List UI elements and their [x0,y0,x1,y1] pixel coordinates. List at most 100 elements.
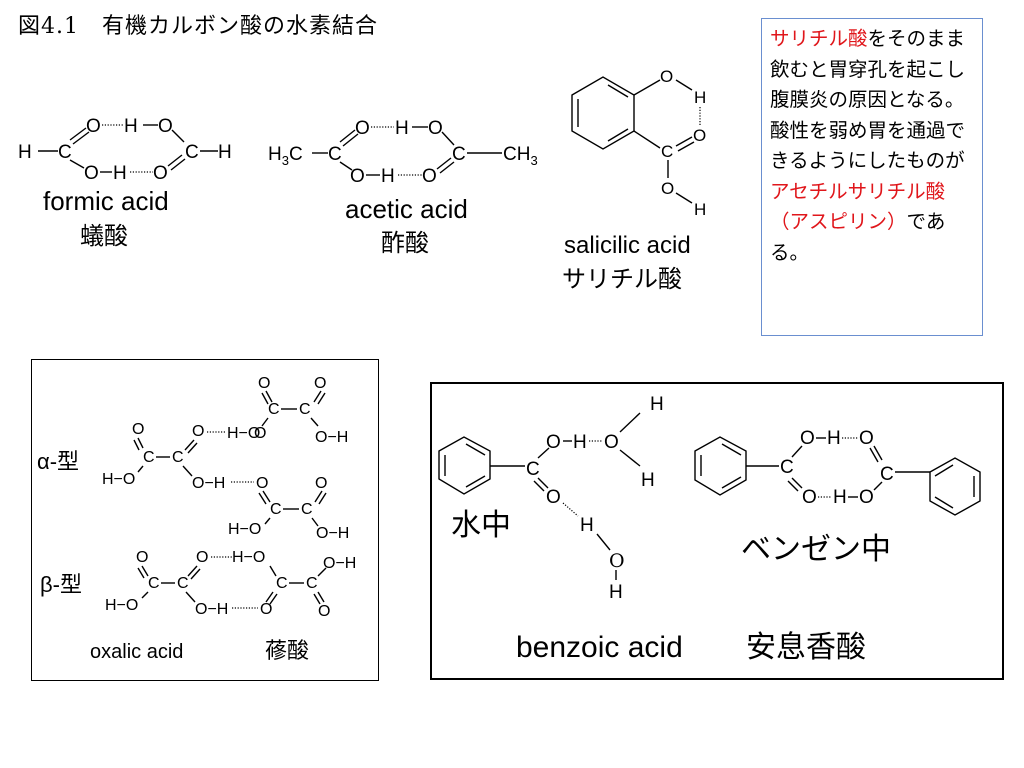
atom-label: O [802,487,817,508]
atom-label: O [422,166,437,187]
atom-label: H [609,582,623,603]
atom-label: H−O [227,425,260,442]
oxalic-alpha-label: α-型 [37,449,79,474]
atom-label: H3C [268,144,303,168]
salicylic-acid-name-en: salicilic acid [564,232,691,259]
atom-label: H [580,515,594,536]
acetic-acid-name-ja: 酢酸 [381,230,429,257]
salicylic-acid-name-ja: サリチル酸 [562,266,682,293]
atom-label: H [833,487,847,508]
page-title: 図4.1 有機カルボン酸の水素結合 [18,14,378,39]
atom-label: H [573,432,587,453]
atom-label: O [158,116,173,137]
atom-label: C [172,449,184,466]
note-highlight-salicylic: サリチル酸 [770,27,868,50]
atom-label: O [859,428,874,449]
atom-label: O−H [323,555,356,572]
atom-label: C [301,501,313,518]
atom-label: H [694,88,706,107]
benzoic-acid-box [430,382,1004,680]
note-highlight-aspirin: アセチルサリチル酸（アスピリン） [770,179,946,234]
atom-label: O [136,549,148,566]
atom-label: C [661,142,673,161]
formic-acid-name-en: formic acid [43,186,169,216]
acetic-acid-structure: H3C C O H O O H O C CH3 [268,118,538,187]
atom-label: C [143,449,155,466]
atom-label: H [124,116,138,137]
atom-label: O [609,550,625,572]
atom-label: H [381,166,395,187]
atom-label: O [318,603,330,620]
oxalic-beta-label: β-型 [40,572,82,597]
atom-label: O [315,475,327,492]
atom-label: C [148,575,160,592]
atom-label: O [546,432,561,453]
atom-label: C [276,575,288,592]
atom-label: C [328,144,342,165]
atom-label: H [694,200,706,219]
atom-label: C [452,144,466,165]
atom-label: O [428,118,443,139]
aspirin-note: サリチル酸をそのまま飲むと胃穿孔を起こし腹膜炎の原因となる。酸性を弱め胃を通過で… [761,18,983,336]
atom-label: H [641,470,655,491]
atom-label: O [260,601,272,618]
atom-label: O [256,475,268,492]
atom-label: O [859,487,874,508]
atom-label: CH3 [503,144,538,168]
note-text-2: である。 [770,210,946,264]
formic-acid-name-ja: 蟻酸 [80,223,128,250]
atom-label: O [350,166,365,187]
oxalic-acid-name-ja: 蓚酸 [265,638,309,663]
atom-label: O [86,116,101,137]
atom-label: O [254,425,266,442]
atom-label: O [693,126,706,145]
atom-label: O [355,118,370,139]
atom-label: O [192,423,204,440]
atom-label: H−O [105,597,138,614]
atom-label: O−H [316,525,349,542]
atom-label: O [604,432,619,453]
atom-label: O [132,421,144,438]
atom-label: O−H [195,601,228,618]
note-text-1: をそのまま飲むと胃穿孔を起こし腹膜炎の原因となる。酸性を弱め胃を通過できるように… [770,27,966,172]
atom-label: H−O [102,471,135,488]
atom-label: O−H [315,429,348,446]
atom-label: C [780,457,794,478]
atom-label: C [270,501,282,518]
atom-label: O [84,163,99,184]
atom-label: O [258,375,270,392]
atom-label: H [827,428,841,449]
atom-label: H−O [228,521,261,538]
benzoic-acid-name-en: benzoic acid [516,631,683,664]
atom-label: O [153,163,168,184]
atom-label: O [314,375,326,392]
atom-label: O [196,549,208,566]
atom-label: C [58,142,72,163]
atom-label: O [660,67,673,86]
atom-label: O [661,179,674,198]
atom-label: C [526,459,540,480]
atom-label: C [299,401,311,418]
acetic-acid-name-en: acetic acid [345,194,468,224]
atom-label: H [18,142,32,163]
atom-label: C [185,142,199,163]
benzoic-acid-water-structure: C O H O H H O H O H [438,394,664,603]
oxalic-acid-box [31,359,379,681]
oxalic-acid-name-en: oxalic acid [90,641,183,663]
atom-label: C [268,401,280,418]
oxalic-alpha-structure: O O C C O O−H O C C O H−O H−O O−H O O C [102,375,349,542]
formic-acid-structure: H C O H O O H O C H [18,116,232,184]
atom-label: O−H [192,475,225,492]
salicylic-acid-structure: O H O C O H [571,67,706,219]
in-water-label: 水中 [451,509,511,542]
benzoic-acid-benzene-structure: C O H O C O H O [694,428,981,516]
in-benzene-label: ベンゼン中 [741,533,891,566]
atom-label: H [113,163,127,184]
atom-label: O [800,428,815,449]
atom-label: H [650,394,664,415]
atom-label: H [395,118,409,139]
benzoic-acid-name-ja: 安息香酸 [746,631,866,664]
atom-label: H−O [232,549,265,566]
oxalic-beta-structure: O C C O H−O H−O O−H O C C O−H O [105,549,356,620]
